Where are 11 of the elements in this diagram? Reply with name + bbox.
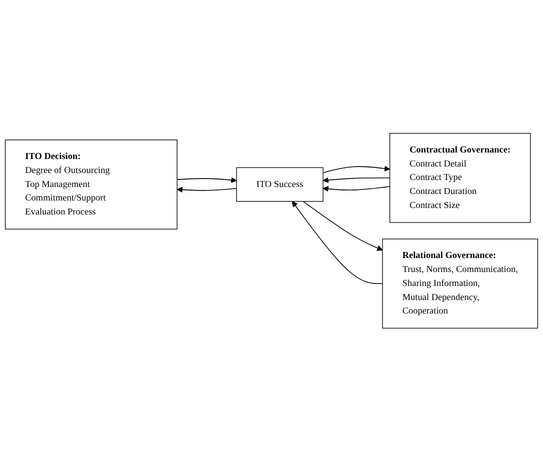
arrow bbox=[176, 177, 237, 184]
arrow bbox=[302, 201, 383, 251]
arrow bbox=[322, 177, 390, 184]
node-box: ITO Success bbox=[236, 168, 324, 202]
node-box: ITO Decision: Degree of Outsourcing Top Management Commitment/Support Evaluation Process bbox=[4, 140, 178, 230]
arrow bbox=[176, 187, 237, 193]
node-box: Relational Governance: Trust, Norms, Communication, Sharing Information, Mutual Dependency, Cooperation bbox=[382, 238, 538, 329]
node-box: Contractual Governance: Contract Detail Contract Type Contract Duration Contract Size bbox=[389, 133, 531, 224]
arrow bbox=[322, 166, 390, 174]
arrow bbox=[292, 201, 383, 284]
arrow bbox=[322, 186, 390, 192]
